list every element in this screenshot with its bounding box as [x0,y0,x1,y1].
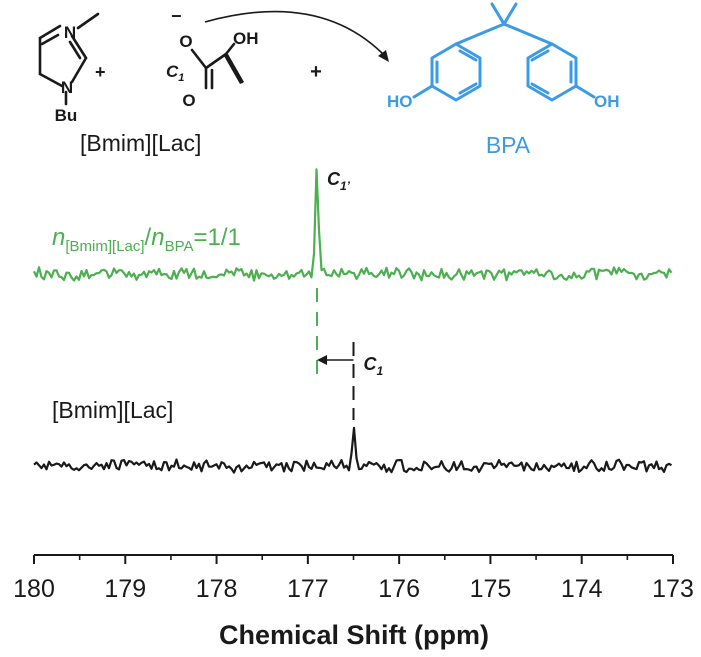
reaction-arrow [204,10,386,57]
lactate-carbonyl-o: O [182,91,195,110]
peak-label-c1-prime: C1’ [327,169,351,193]
x-tick-label: 177 [287,575,329,603]
plus-sign: + [310,61,322,83]
shift-arrowhead [316,355,327,365]
x-tick-label: 173 [652,575,694,603]
peak-label-c1: C1 [364,354,384,378]
plot-area: C1’ C1 n[Bmim][Lac]/nBPA=1/1 [Bmim][Lac] [33,168,673,474]
lactate-c1-label: C1 [166,62,184,84]
x-tick-label: 175 [470,575,512,603]
imidazolium-n1: N [61,78,73,97]
imidazolium-n3: N [64,23,76,42]
imidazolium-structure [38,12,100,106]
x-axis-title: Chemical Shift (ppm) [219,620,489,650]
bpa-structure [412,2,596,102]
butyl-label: Bu [55,106,78,125]
ionic-liquid-label: [Bmim][Lac] [80,130,201,156]
lactate-wedge-bond [224,54,244,84]
series-label-neat: [Bmim][Lac] [52,397,173,423]
series-label-mixture: n[Bmim][Lac]/nBPA=1/1 [52,224,241,255]
imidazolium-charge: + [95,62,106,82]
x-tick-label: 180 [13,575,55,603]
x-tick-label: 179 [104,575,146,603]
spectrum-trace-mixture [33,168,673,282]
x-tick-label: 174 [561,575,603,603]
reaction-arrowhead [378,50,389,62]
x-tick-label: 176 [378,575,420,603]
bpa-left-hydroxyl: HO [387,92,413,111]
reaction-scheme: N N + Bu − O OH O C1 + [Bmim][Lac] [38,2,620,158]
bpa-label: BPA [486,132,531,158]
lactate-charge: − [171,6,182,26]
bpa-right-hydroxyl: OH [594,92,620,111]
x-axis: 180 179 178 177 176 175 174 173 Chemical Shift … [13,554,694,650]
x-axis-ticks: 180 179 178 177 176 175 174 173 [13,555,694,603]
spectrum-trace-neat [33,426,673,474]
lactate-o-minus: O [179,32,192,51]
x-tick-label: 178 [196,575,238,603]
lactate-hydroxyl: OH [233,29,259,48]
